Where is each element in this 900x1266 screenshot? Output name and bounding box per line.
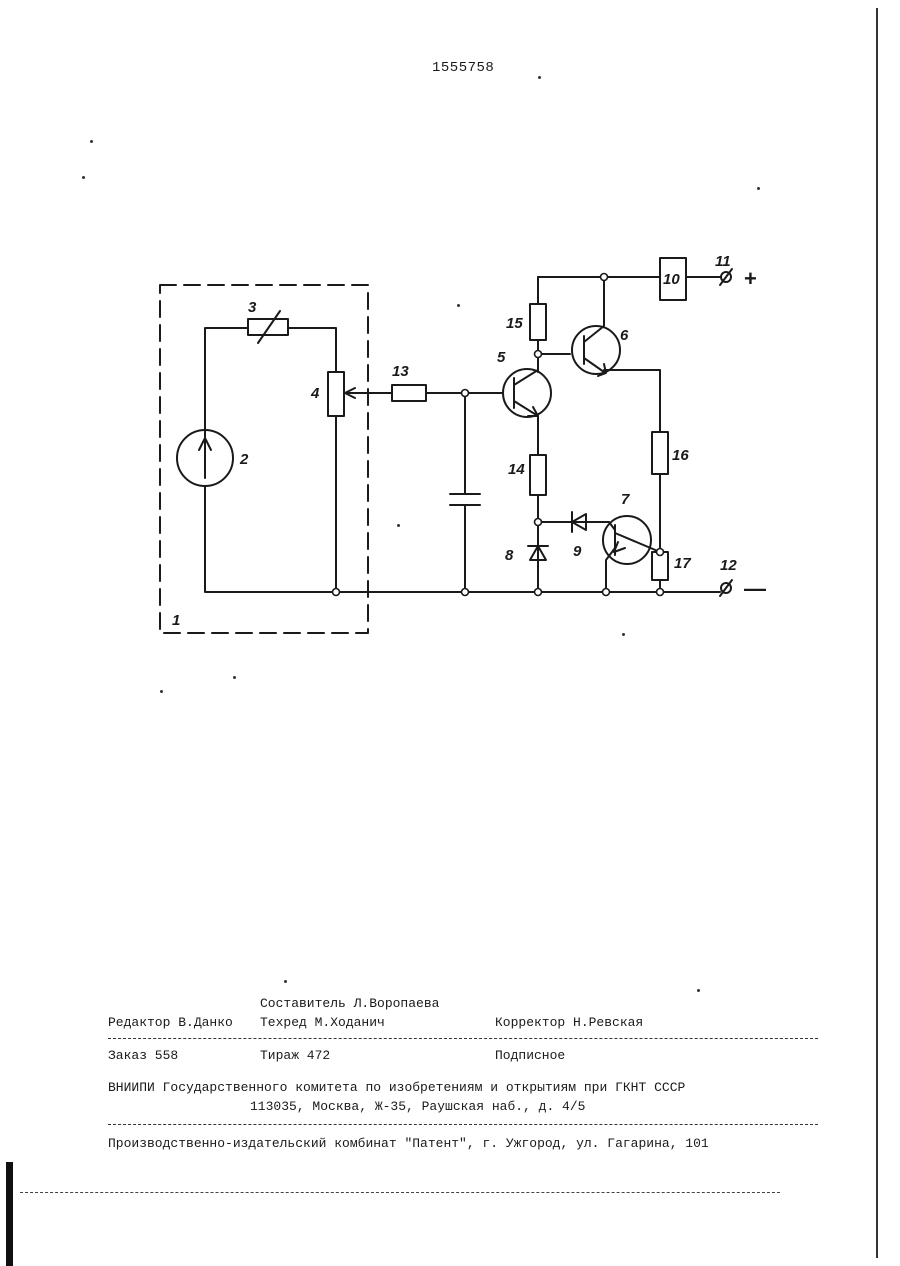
organization-line: ВНИИПИ Государственного комитета по изоб… — [108, 1080, 685, 1095]
junction-zener — [535, 589, 542, 596]
pot-wiper-arrow — [345, 388, 380, 398]
scan-speck — [697, 989, 700, 992]
cut-line — [20, 1192, 780, 1193]
scan-speck — [160, 690, 163, 693]
junction-cap-top — [462, 390, 469, 397]
label-transistor-7: 7 — [621, 491, 630, 508]
label-resistor-14: 14 — [508, 461, 525, 478]
divider-2 — [108, 1124, 818, 1125]
techred-line: Техред М.Ходанич — [260, 1015, 385, 1030]
circulation-line: Тираж 472 — [260, 1048, 330, 1063]
label-diode-9: 9 — [573, 543, 582, 560]
publisher-line: Производственно-издательский комбинат "П… — [108, 1136, 709, 1151]
page-edge-line — [876, 8, 878, 1258]
scan-speck — [538, 76, 541, 79]
junction-pot — [333, 589, 340, 596]
resistor-14 — [530, 455, 546, 495]
editor-line: Редактор В.Данко — [108, 1015, 233, 1030]
corrector-line: Корректор Н.Ревская — [495, 1015, 643, 1030]
minus-sign: — — [744, 576, 766, 601]
circuit-schematic: 1 2 3 4 5 6 7 8 9 10 11 12 13 14 15 16 1… — [0, 0, 900, 700]
scan-speck — [233, 676, 236, 679]
label-resistor-15: 15 — [506, 315, 523, 332]
label-potentiometer-4: 4 — [310, 385, 320, 402]
scan-speck — [757, 187, 760, 190]
junction-16 — [657, 549, 664, 556]
junction-r17 — [657, 589, 664, 596]
t5-collector — [514, 370, 538, 385]
address-line: 113035, Москва, Ж-35, Раушская наб., д. … — [250, 1099, 585, 1114]
label-transistor-6: 6 — [620, 327, 629, 344]
junction-diode — [535, 519, 542, 526]
subscription-line: Подписное — [495, 1048, 565, 1063]
label-zener-8: 8 — [505, 547, 514, 564]
scan-speck — [90, 140, 93, 143]
compiler-line: Составитель Л.Воропаева — [260, 996, 439, 1011]
order-line: Заказ 558 — [108, 1048, 178, 1063]
wire-t6-out — [604, 370, 660, 432]
plus-sign: + — [744, 266, 757, 291]
label-source-2: 2 — [239, 451, 249, 468]
t6-emitter — [584, 358, 604, 372]
potentiometer-4 — [328, 372, 344, 416]
label-thermistor-3: 3 — [248, 299, 257, 316]
scan-speck — [622, 633, 625, 636]
label-resistor-17: 17 — [674, 555, 691, 572]
label-transistor-5: 5 — [497, 349, 506, 366]
label-block-1: 1 — [172, 612, 180, 629]
label-terminal-12: 12 — [720, 557, 737, 574]
junction-cap-bottom — [462, 589, 469, 596]
resistor-13 — [392, 385, 426, 401]
junction-15 — [535, 351, 542, 358]
source-arrow — [199, 438, 211, 478]
wire-thermistor-right — [288, 328, 336, 372]
resistor-16 — [652, 432, 668, 474]
thermistor-slash — [258, 311, 280, 343]
scan-speck — [397, 524, 400, 527]
wire-source-top — [205, 328, 248, 440]
label-terminal-11: 11 — [715, 253, 731, 270]
resistor-15 — [530, 304, 546, 340]
label-load-10: 10 — [663, 271, 680, 288]
scan-speck — [457, 304, 460, 307]
junction-top — [601, 274, 608, 281]
capacitor-plates — [450, 494, 480, 505]
label-resistor-16: 16 — [672, 447, 689, 464]
t6-collector — [584, 277, 604, 342]
scan-edge-bar — [6, 1162, 13, 1266]
wire-source-bottom — [205, 486, 336, 592]
junction-t7 — [603, 589, 610, 596]
scan-speck — [82, 176, 85, 179]
scan-speck — [284, 980, 287, 983]
label-resistor-13: 13 — [392, 363, 409, 380]
divider-1 — [108, 1038, 818, 1039]
